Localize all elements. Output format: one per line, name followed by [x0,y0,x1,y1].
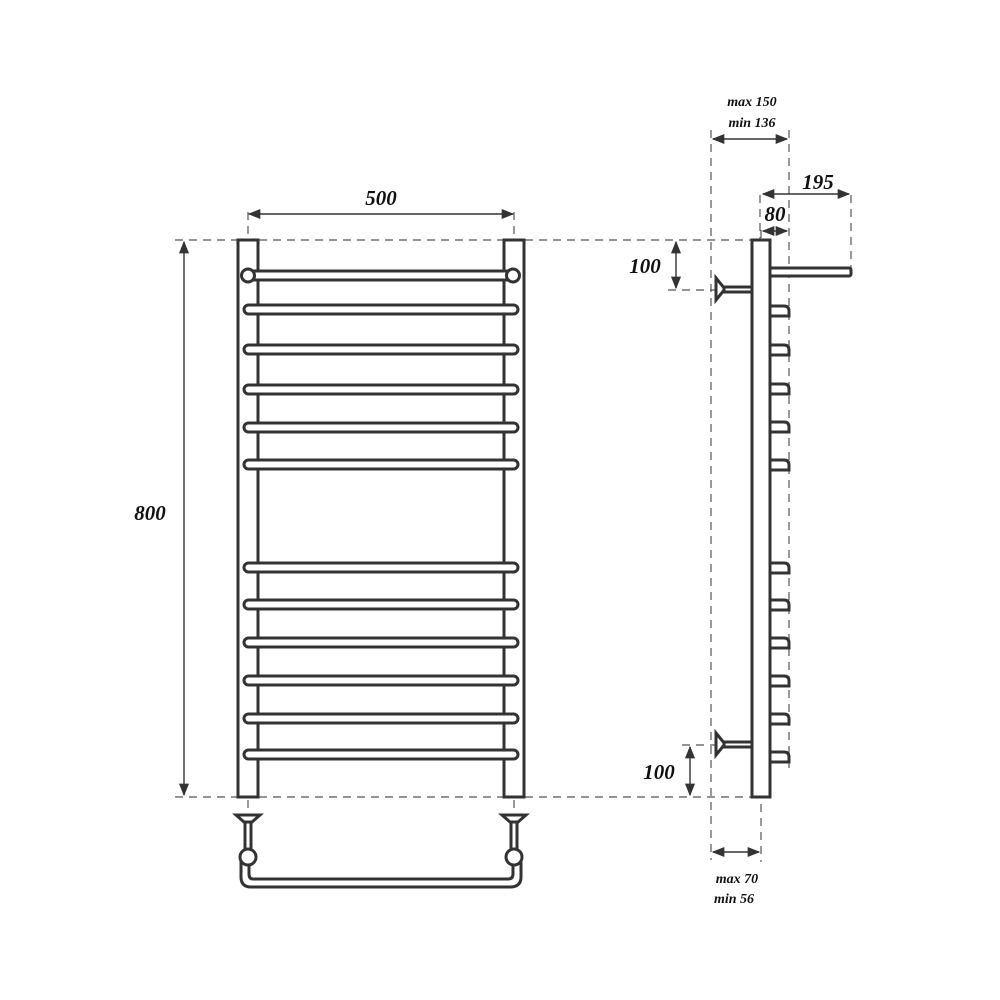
front-view: 500 800 [134,186,755,889]
bottom-mount-offset-label: 100 [643,760,675,784]
left-mount-stem [243,820,253,852]
left-post [236,238,260,799]
top-mount-rod [722,285,754,294]
bottom-wall-distance-max: max 70 [716,872,758,887]
bottom-wall-distance-min: min 56 [714,892,754,907]
bottom-connection-view [232,813,530,889]
side-view: max 150 min 136 195 80 100 100 max 70 mi… [629,95,853,907]
top-mount-offset-label: 100 [629,254,661,278]
rail-bar [242,598,520,611]
right-joint [504,847,524,867]
rail-bar [242,712,520,725]
bottom-mount-rod [722,740,754,749]
top-bar [240,267,521,284]
right-mount-stem [509,820,519,852]
top-wall-distance-min: min 136 [728,116,775,131]
rail-bar [242,636,520,649]
side-post [750,238,772,799]
total-depth-label: 195 [802,170,834,194]
top-wall-bracket [714,273,727,305]
rail-bar [242,748,520,761]
u-pipe [239,861,523,889]
rail-bar [242,383,520,396]
left-joint [238,847,258,867]
rail-bars [242,303,520,761]
height-label: 800 [134,501,166,525]
rail-bar [242,458,520,471]
top-shelf-bar [768,266,853,278]
bottom-wall-bracket [714,728,727,760]
rail-bar [242,303,520,316]
width-label: 500 [365,186,397,210]
rail-bar [242,421,520,434]
top-wall-distance-max: max 150 [727,95,776,110]
shelf-depth-label: 80 [765,202,787,226]
rail-bar [242,561,520,574]
side-rail-stubs [768,304,791,764]
rail-bar [242,674,520,687]
rail-bar [242,343,520,356]
right-post [502,238,526,799]
